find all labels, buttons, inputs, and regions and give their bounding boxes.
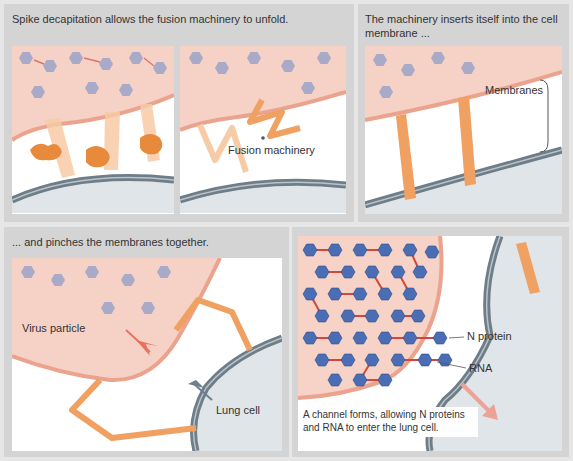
panel-caption: ... and pinches the membranes together. <box>12 235 282 249</box>
panel-caption: The machinery inserts itself into the ce… <box>365 12 563 40</box>
panel: ... and pinches the membranes together. <box>4 227 289 457</box>
panel: Spike decapitation allows the fusion mac… <box>4 4 354 222</box>
panel-caption: Spike decapitation allows the fusion mac… <box>12 12 342 26</box>
panel-caption: A channel forms, allowing N proteins and… <box>300 407 478 437</box>
part-label: N protein <box>467 330 512 343</box>
part-label: Fusion machinery <box>228 144 315 157</box>
part-label: Virus particle <box>22 322 85 335</box>
part-label: Lung cell <box>216 404 260 417</box>
part-label: Membranes <box>485 84 543 97</box>
part-label: RNA <box>469 362 492 375</box>
panel: A channel forms, allowing N proteins and… <box>292 227 569 457</box>
panel: The machinery inserts itself into the ce… <box>358 4 569 222</box>
